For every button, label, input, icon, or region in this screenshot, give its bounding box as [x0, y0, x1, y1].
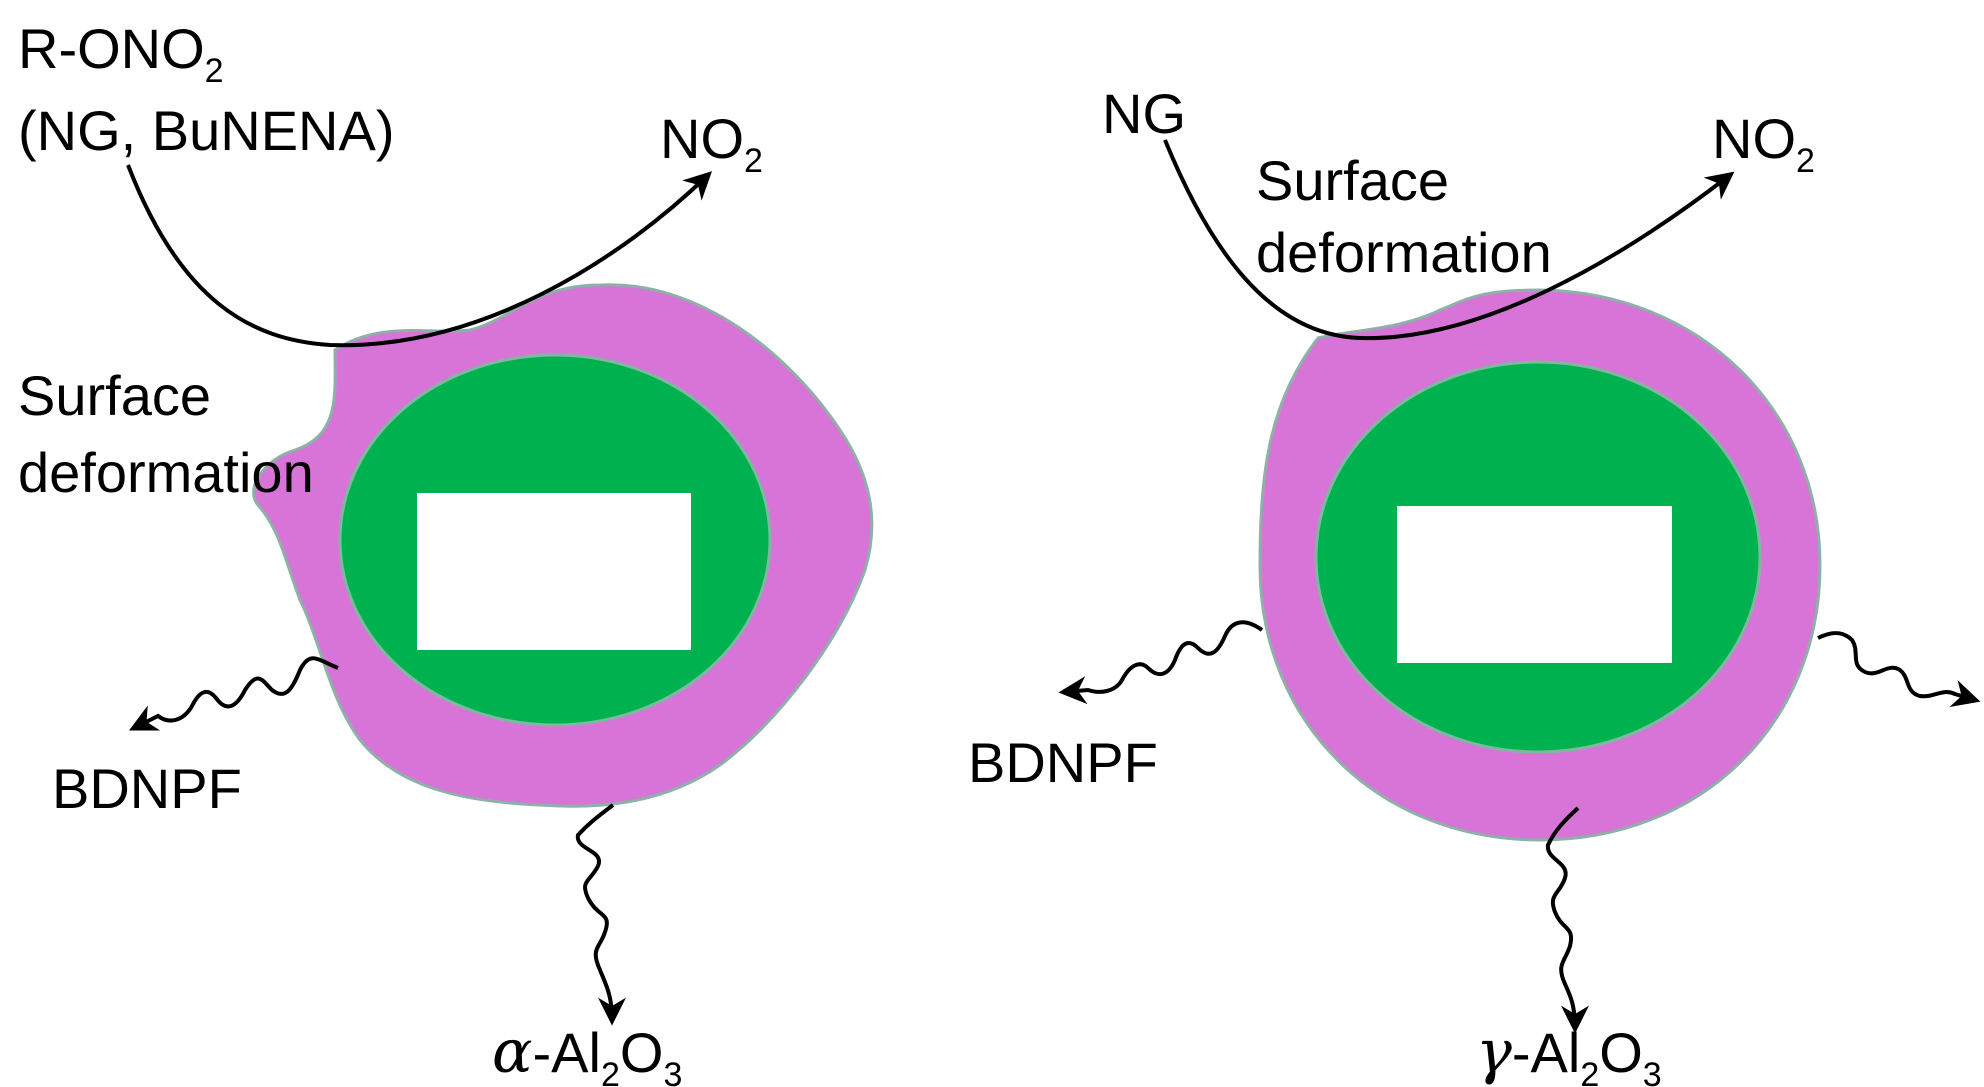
right-byproduct-label: BDNPF — [968, 731, 1158, 794]
right-bdnpf-squiggle-arrow — [1058, 620, 1264, 705]
left-alumina-squiggle-arrow — [575, 803, 626, 1026]
right-surface-label-line2: deformation — [1256, 221, 1552, 284]
left-surface-label-line2: deformation — [18, 441, 314, 504]
right-particle-void — [1397, 506, 1672, 663]
right-particle — [1258, 288, 1822, 842]
left-product-label: NO2 — [660, 107, 763, 180]
left-particle-label: α-Al2O3 — [492, 1017, 682, 1087]
right-alumina-squiggle-arrow — [1545, 806, 1589, 1034]
left-reaction-arrow — [126, 164, 713, 348]
right-reactant-label: NG — [1102, 82, 1186, 145]
left-byproduct-label: BDNPF — [52, 757, 242, 820]
right-surface-label-line1: Surface — [1256, 149, 1449, 212]
left-particle — [252, 283, 874, 808]
right-product-label: NO2 — [1712, 107, 1815, 180]
left-reactant-examples: (NG, BuNENA) — [18, 99, 395, 162]
right-particle-label: γ-Al2O3 — [1476, 1017, 1662, 1087]
left-particle-void — [417, 493, 691, 650]
left-reactant-label: R-ONO2 — [18, 17, 224, 90]
left-bdnpf-squiggle-arrow — [128, 656, 339, 731]
right-side-squiggle-arrow — [1817, 631, 1981, 707]
left-surface-label-line1: Surface — [18, 364, 211, 427]
right-reaction-arrow — [1163, 139, 1735, 341]
